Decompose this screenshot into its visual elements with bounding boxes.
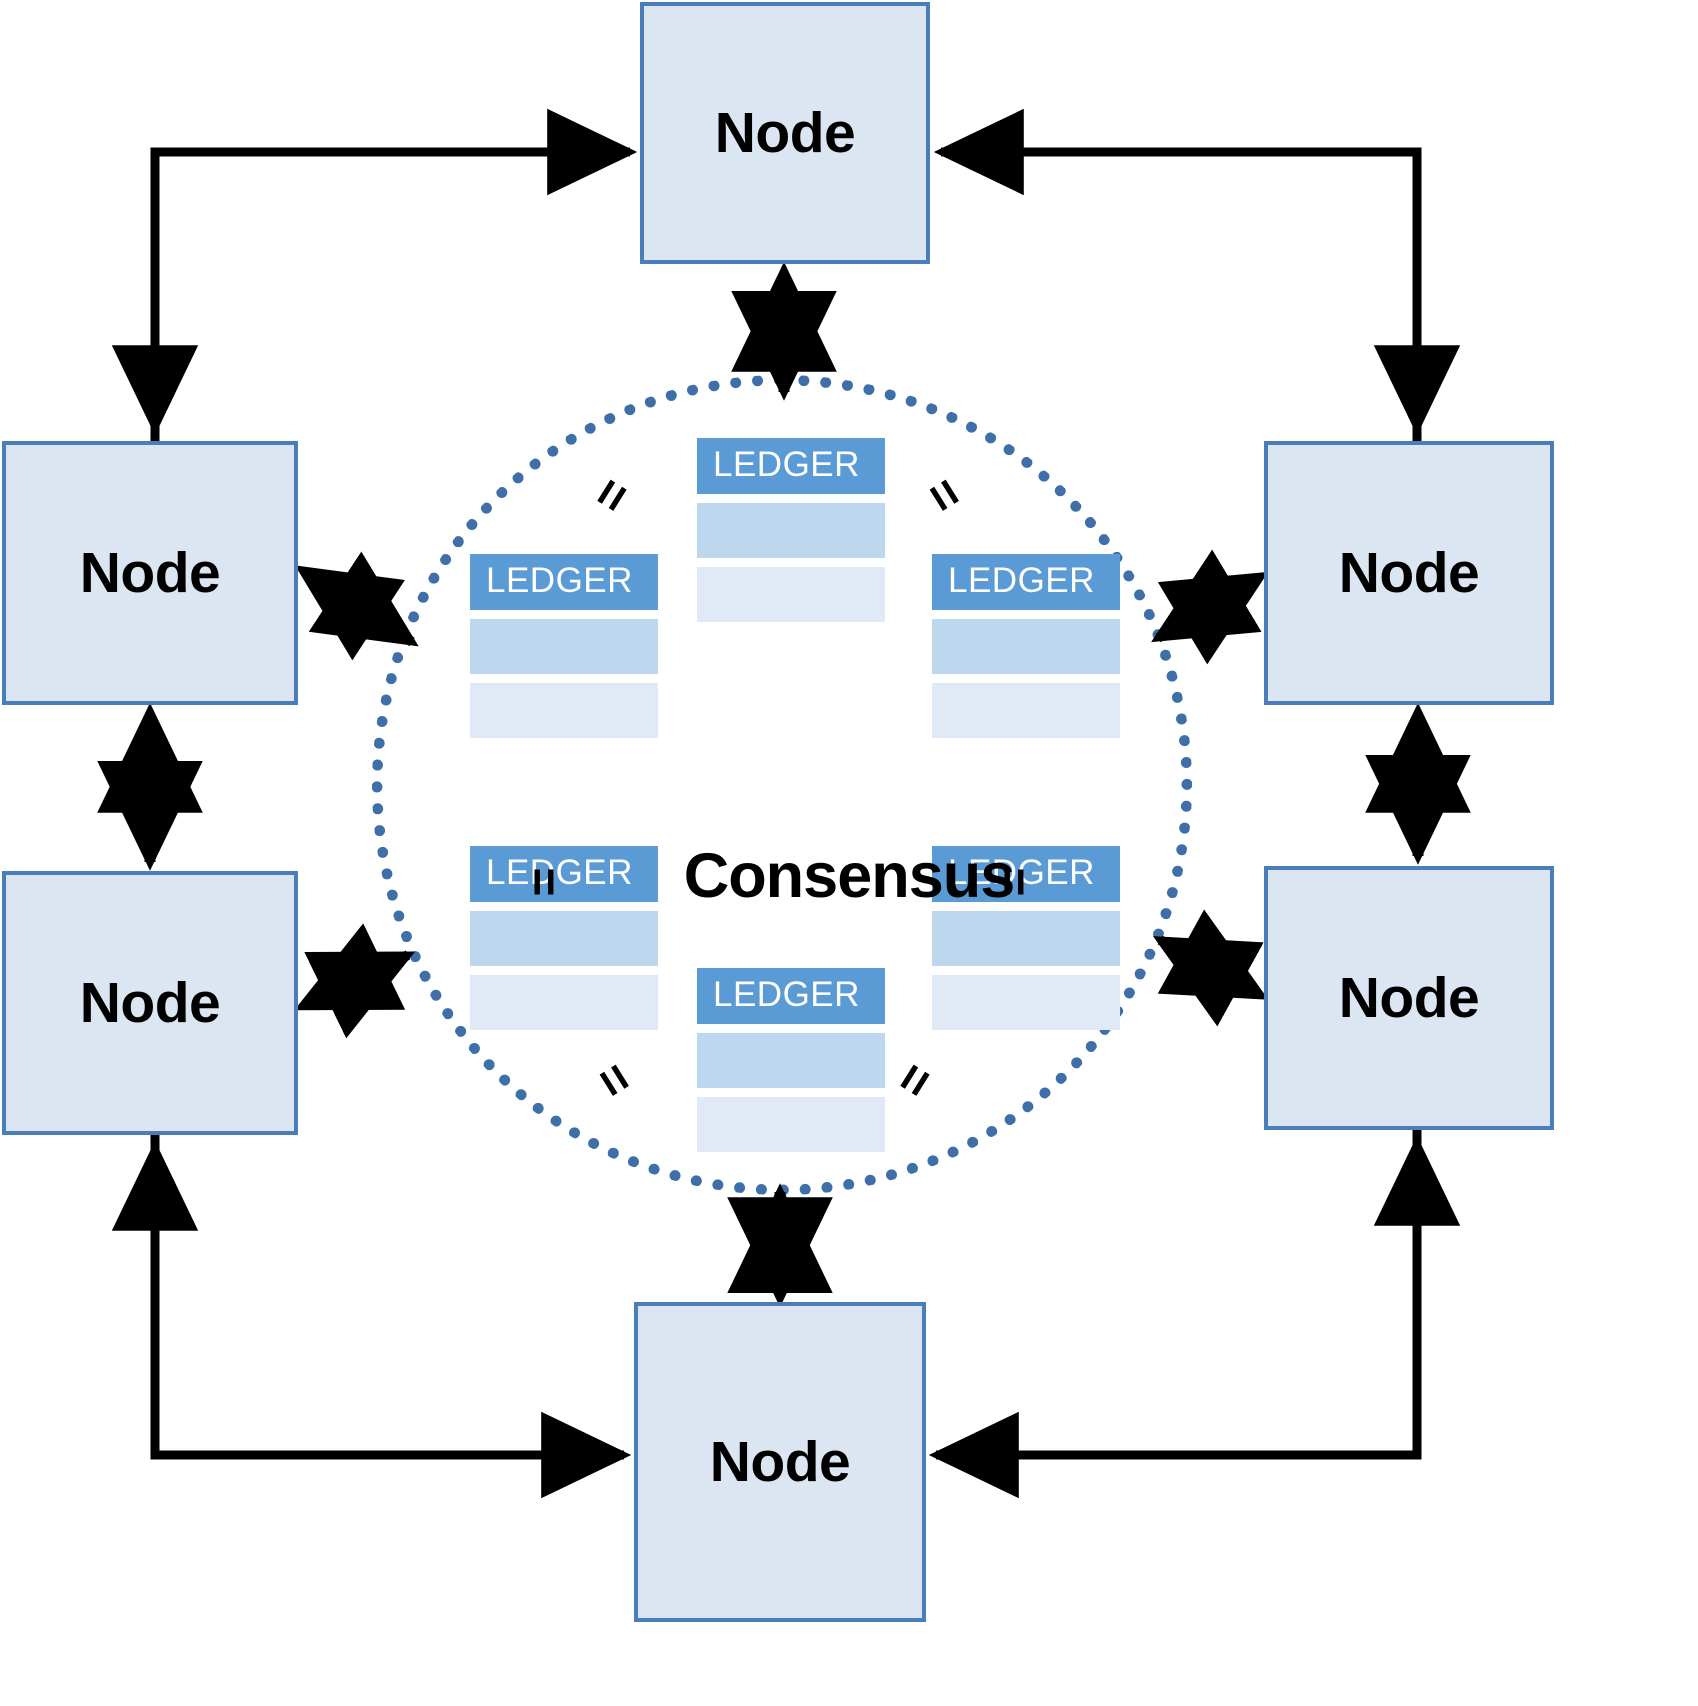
ledger-row-2 <box>697 1097 885 1152</box>
ledger-block-upper-left[interactable]: LEDGER <box>470 554 658 738</box>
ledger-header: LEDGER <box>932 846 1120 902</box>
node-box-top[interactable]: Node <box>640 2 930 264</box>
ledger-row-1 <box>697 1033 885 1088</box>
ledger-row-1 <box>932 911 1120 966</box>
consensus-label: Consensus <box>683 841 1016 911</box>
ledger-row-2 <box>932 683 1120 738</box>
node-label: Node <box>1338 541 1480 605</box>
ledger-row-2 <box>932 975 1120 1030</box>
arrow-right-lower-consensus <box>1152 909 1269 1027</box>
ledger-header: LEDGER <box>932 554 1120 610</box>
node-box-right-upper[interactable]: Node <box>1264 441 1554 705</box>
ledger-row-2 <box>697 567 885 622</box>
node-box-bottom[interactable]: Node <box>634 1302 926 1622</box>
arrow-left-lower-consensus <box>294 923 416 1039</box>
node-box-left-upper[interactable]: Node <box>2 441 298 705</box>
arrow-left-upper-consensus <box>294 551 419 661</box>
arrow-left-upper-to-top <box>111 108 638 441</box>
ledger-row-2 <box>470 975 658 1030</box>
ledger-block-lower-left[interactable]: LEDGER <box>470 846 658 1030</box>
node-box-right-lower[interactable]: Node <box>1264 866 1554 1130</box>
arrow-left-lower-to-bottom <box>111 1135 632 1499</box>
ledger-header: LEDGER <box>470 554 658 610</box>
ledger-block-lower-right[interactable]: LEDGER <box>932 846 1120 1030</box>
ledger-block-top[interactable]: LEDGER <box>697 438 885 622</box>
arrow-right-upper-to-top <box>933 108 1461 441</box>
ledger-row-2 <box>470 683 658 738</box>
node-label: Node <box>709 1430 851 1494</box>
ledger-row-1 <box>470 619 658 674</box>
ledger-header: LEDGER <box>470 846 658 902</box>
ledger-block-bottom[interactable]: LEDGER <box>697 968 885 1152</box>
arrow-right-upper-consensus <box>1151 549 1269 665</box>
node-label: Node <box>79 971 221 1035</box>
node-label: Node <box>714 101 856 165</box>
ledger-header: LEDGER <box>697 968 885 1024</box>
arrow-right-lower-to-bottom <box>928 1130 1461 1499</box>
ledger-block-upper-right[interactable]: LEDGER <box>932 554 1120 738</box>
ledger-header: LEDGER <box>697 438 885 494</box>
node-box-left-lower[interactable]: Node <box>2 871 298 1135</box>
node-label: Node <box>1338 966 1480 1030</box>
node-label: Node <box>79 541 221 605</box>
ledger-row-1 <box>470 911 658 966</box>
ledger-row-1 <box>697 503 885 558</box>
ledger-row-1 <box>932 619 1120 674</box>
